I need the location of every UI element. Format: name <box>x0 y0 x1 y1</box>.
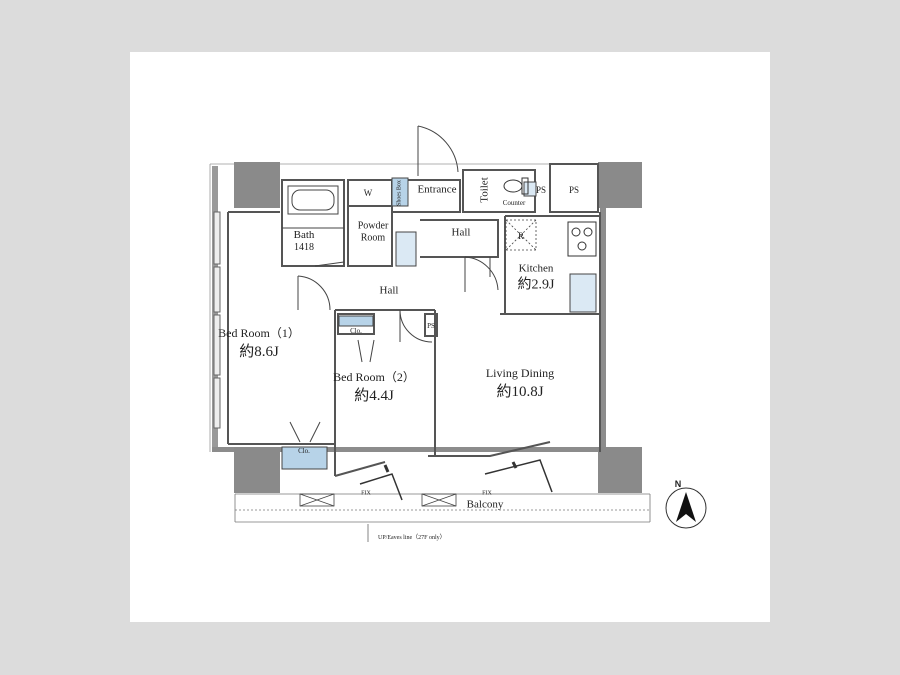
closets <box>281 177 597 470</box>
bedroom2-size: 約4.4J <box>354 387 394 404</box>
powder-name: Powder Room <box>357 220 389 244</box>
fix-window-left-label: FIX <box>361 490 371 497</box>
compass <box>665 487 707 529</box>
interior-walls <box>227 163 601 477</box>
kitchen-label: Kitchen 約2.9J <box>518 263 555 294</box>
stove <box>567 221 597 257</box>
toilet-fixture <box>503 177 529 195</box>
kitchen-size: 約2.9J <box>517 277 555 293</box>
ps-top-right-label: PS <box>568 184 580 195</box>
ps-living-label: PS <box>427 321 435 330</box>
eaves-line-note: UP/Eaves line（27F only） <box>378 535 446 541</box>
floor-plan-drawing <box>209 125 707 542</box>
compass-north-letter: N <box>674 478 682 489</box>
closet-bed1-label: Clo. <box>298 446 310 455</box>
counter-label: Counter <box>502 198 526 207</box>
bath-name: Bath <box>293 228 315 241</box>
fix-window-right-label: FIX <box>482 490 492 497</box>
hall-main-label: Hall <box>379 284 399 297</box>
hall-upper-label: Hall <box>451 226 471 239</box>
left-windows <box>213 211 221 429</box>
floor-plan-sheet: Bed Room（1） 約8.6J Bed Room（2） 約4.4J Livi… <box>130 52 770 622</box>
balcony-units <box>299 493 457 507</box>
entrance-label: Entrance <box>417 183 457 196</box>
door-swings <box>289 125 499 443</box>
columns <box>234 162 642 493</box>
living-label: Living Dining 約10.8J <box>485 365 555 401</box>
bedroom1-name: Bed Room（1） <box>218 325 300 340</box>
r-label: R <box>517 230 525 241</box>
kitchen-name: Kitchen <box>518 262 554 275</box>
bedroom1-size: 約8.6J <box>239 343 279 360</box>
bedroom1-label: Bed Room（1） 約8.6J <box>218 325 300 361</box>
closet-bed2-label: Clo. <box>350 326 362 335</box>
ps-top-left-label: PS <box>535 184 547 195</box>
living-name: Living Dining <box>485 365 555 380</box>
bedroom2-label: Bed Room（2） 約4.4J <box>333 369 415 405</box>
bath-label: Bath 1418 <box>294 229 315 253</box>
bedroom2-name: Bed Room（2） <box>333 369 415 384</box>
toilet-label: Toilet <box>478 177 491 203</box>
living-size: 約10.8J <box>496 383 544 400</box>
balcony-label: Balcony <box>466 498 504 511</box>
powder-label: Powder Room <box>353 221 393 244</box>
bath-size: 1418 <box>294 241 314 253</box>
balcony-area <box>234 493 651 523</box>
bathtub <box>282 185 345 267</box>
shoes-box-label: Shoes Box <box>396 180 403 206</box>
refrigerator <box>505 219 537 251</box>
w-label: W <box>363 187 373 198</box>
fix-windows <box>359 459 553 501</box>
